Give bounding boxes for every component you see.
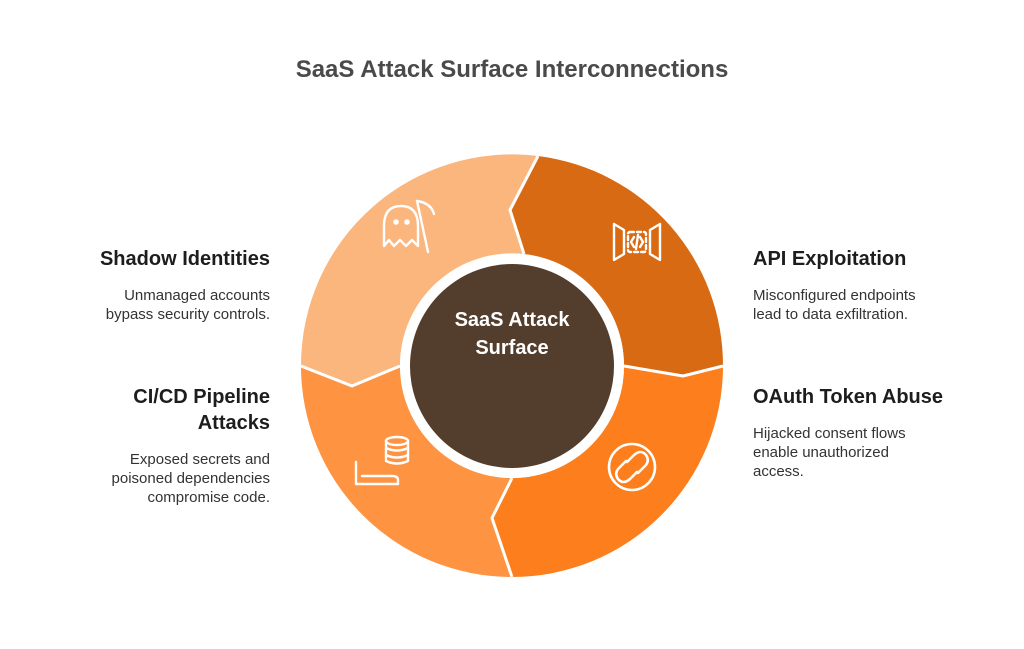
oauth-token-abuse-desc-line: access. [753, 463, 804, 480]
center-label-line-2: Surface [475, 337, 549, 359]
ghost-scythe-icon [382, 199, 436, 254]
api-exploitation-desc: Misconfigured endpoints lead to data exf… [753, 286, 993, 324]
api-exploitation-title: API Exploitation [753, 248, 907, 270]
center-label-line-1: SaaS Attack [454, 309, 570, 331]
oauth-token-abuse-title: OAuth Token Abuse [753, 386, 943, 408]
center-disc [410, 264, 614, 468]
segment-dividers [300, 155, 724, 578]
cicd-pipeline-desc-line: Exposed secrets and [129, 451, 270, 468]
pipeline-database-icon [354, 435, 410, 486]
page-title: SaaS Attack Surface Interconnections [295, 56, 729, 83]
segment-shadow-identities[interactable] [300, 154, 538, 386]
api-exploitation-desc-line: Misconfigured endpoints [753, 287, 916, 304]
cicd-pipeline-title: CI/CD Pipeline Attacks [30, 384, 270, 436]
cicd-pipeline-block: CI/CD Pipeline Attacks Exposed secrets a… [30, 384, 270, 507]
oauth-token-abuse-desc: Hijacked consent flows enable unauthoriz… [753, 424, 993, 481]
cicd-pipeline-desc-line: poisoned dependencies [111, 470, 270, 487]
cicd-pipeline-desc-line: compromise code. [147, 489, 270, 506]
shadow-identities-desc-line: Unmanaged accounts [124, 287, 270, 304]
segment-api-exploitation[interactable] [510, 156, 724, 376]
center-label: SaaS Attack Surface [412, 306, 612, 362]
cicd-pipeline-desc: Exposed secrets and poisoned dependencie… [30, 450, 270, 507]
link-chain-icon [607, 442, 657, 492]
oauth-token-abuse-desc-line: enable unauthorized [753, 444, 889, 461]
oauth-token-abuse-desc-line: Hijacked consent flows [753, 425, 906, 442]
api-exploitation-block: API Exploitation Misconfigured endpoints… [753, 246, 993, 324]
segment-cicd-pipeline[interactable] [301, 366, 512, 577]
shadow-identities-desc: Unmanaged accounts bypass security contr… [30, 286, 270, 324]
shadow-identities-title: Shadow Identities [99, 248, 270, 270]
shadow-identities-desc-line: bypass security controls. [105, 306, 270, 323]
cicd-pipeline-title-line: Attacks [197, 412, 270, 434]
oauth-token-abuse-block: OAuth Token Abuse Hijacked consent flows… [753, 384, 993, 481]
cicd-pipeline-title-line: CI/CD Pipeline [133, 386, 270, 408]
shadow-identities-block: Shadow Identities Unmanaged accounts byp… [30, 246, 270, 324]
api-exploitation-desc-line: lead to data exfiltration. [753, 306, 909, 323]
code-brackets-icon [612, 222, 662, 262]
segment-oauth-token-abuse[interactable] [492, 366, 723, 577]
